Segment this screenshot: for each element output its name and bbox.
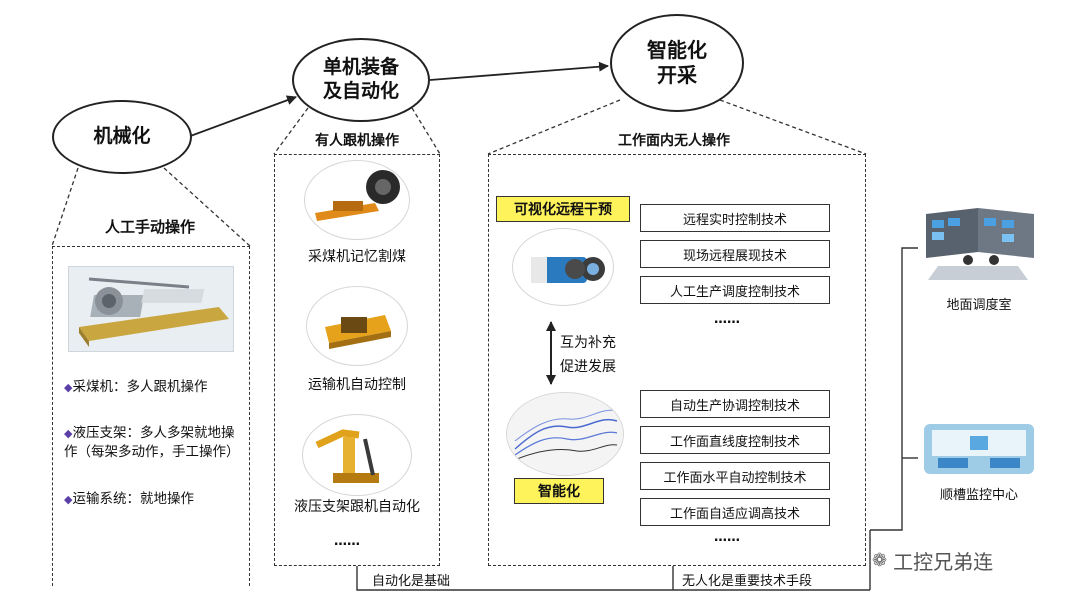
complement-text-2: 促进发展: [560, 359, 616, 375]
panel-manual: [52, 246, 250, 586]
shearer-machine-image: [68, 266, 234, 352]
stage-automation-label-1: 单机装备: [322, 56, 399, 79]
panel-intelligent: [488, 154, 866, 566]
bullet-shearer-text: 采煤机：多人跟机操作: [72, 379, 208, 395]
mode-unmanned: 工作面内无人操作: [618, 133, 730, 149]
bullet-transport: ◆运输系统：就地操作: [64, 490, 236, 509]
panel-automation: [274, 154, 440, 566]
watermark-text: 工控兄弟连: [893, 550, 994, 574]
tag-smart: 智能化: [514, 478, 604, 504]
mode-manual: 人工手动操作: [104, 218, 195, 236]
stage-automation: 单机装备 及自动化: [292, 38, 430, 122]
tech-remote-realtime: 远程实时控制技术: [640, 204, 830, 232]
tech-horizontal-auto: 工作面水平自动控制技术: [640, 462, 830, 490]
stage-mechanization-label: 机械化: [93, 125, 151, 148]
camera-image: [512, 228, 614, 306]
bullet-support: ◆液压支架：多人多架就地操作（每架多动作，手工操作）: [64, 424, 240, 462]
diamond-bullet-icon: ◆: [64, 493, 73, 506]
visual-ellipsis: ……: [714, 312, 740, 327]
item-support-follow: 液压支架跟机自动化: [294, 499, 420, 515]
tech-manual-dispatch: 人工生产调度控制技术: [640, 276, 830, 304]
surface-control-room-image: [918, 208, 1040, 288]
arrow-mech-to-auto: [184, 95, 297, 139]
tech-adaptive-height: 工作面自适应调高技术: [640, 498, 830, 526]
arrow-auto-to-intel: [429, 61, 609, 81]
complement-text-1: 互为补充: [560, 335, 616, 351]
watermark: ❁ 工控兄弟连: [872, 546, 993, 575]
conveyor-image: [306, 286, 408, 366]
tech-auto-coordination: 自动生产协调控制技术: [640, 390, 830, 418]
diamond-bullet-icon: ◆: [64, 381, 73, 394]
location-surface: 地面调度室: [946, 298, 1012, 313]
wechat-icon: ❁: [872, 550, 888, 571]
tech-straightness: 工作面直线度控制技术: [640, 426, 830, 454]
stage-automation-label-2: 及自动化: [322, 80, 399, 102]
automation-ellipsis: ……: [334, 534, 360, 549]
hydraulic-support-image: [302, 414, 412, 496]
shearer-memory-image: [304, 160, 410, 240]
bullet-transport-text: 运输系统：就地操作: [72, 491, 194, 507]
bottom-automation-foundation: 自动化是基础: [372, 574, 451, 589]
diamond-bullet-icon: ◆: [64, 427, 73, 440]
gateway-monitor-image: [918, 418, 1040, 480]
bullet-shearer: ◆采煤机：多人跟机操作: [64, 378, 236, 397]
item-conveyor-control: 运输机自动控制: [308, 377, 406, 393]
stage-mechanization: 机械化: [52, 100, 192, 174]
stage-intelligent-label-1: 智能化: [647, 38, 707, 62]
bottom-unmanned-means: 无人化是重要技术手段: [682, 574, 813, 589]
terrain-3d-image: [506, 392, 624, 476]
bullet-support-text: 液压支架：多人多架就地操作（每架多动作，手工操作）: [64, 425, 240, 460]
mode-follow: 有人跟机操作: [315, 133, 399, 149]
item-shearer-memory: 采煤机记忆割煤: [308, 249, 406, 265]
stage-intelligent: 智能化 开采: [610, 14, 744, 112]
tech-remote-display: 现场远程展现技术: [640, 240, 830, 268]
stage-intelligent-label-2: 开采: [657, 63, 697, 87]
tag-visual-remote: 可视化远程干预: [496, 196, 630, 222]
smart-ellipsis: ……: [714, 530, 740, 545]
location-gateway: 顺槽监控中心: [939, 488, 1018, 503]
